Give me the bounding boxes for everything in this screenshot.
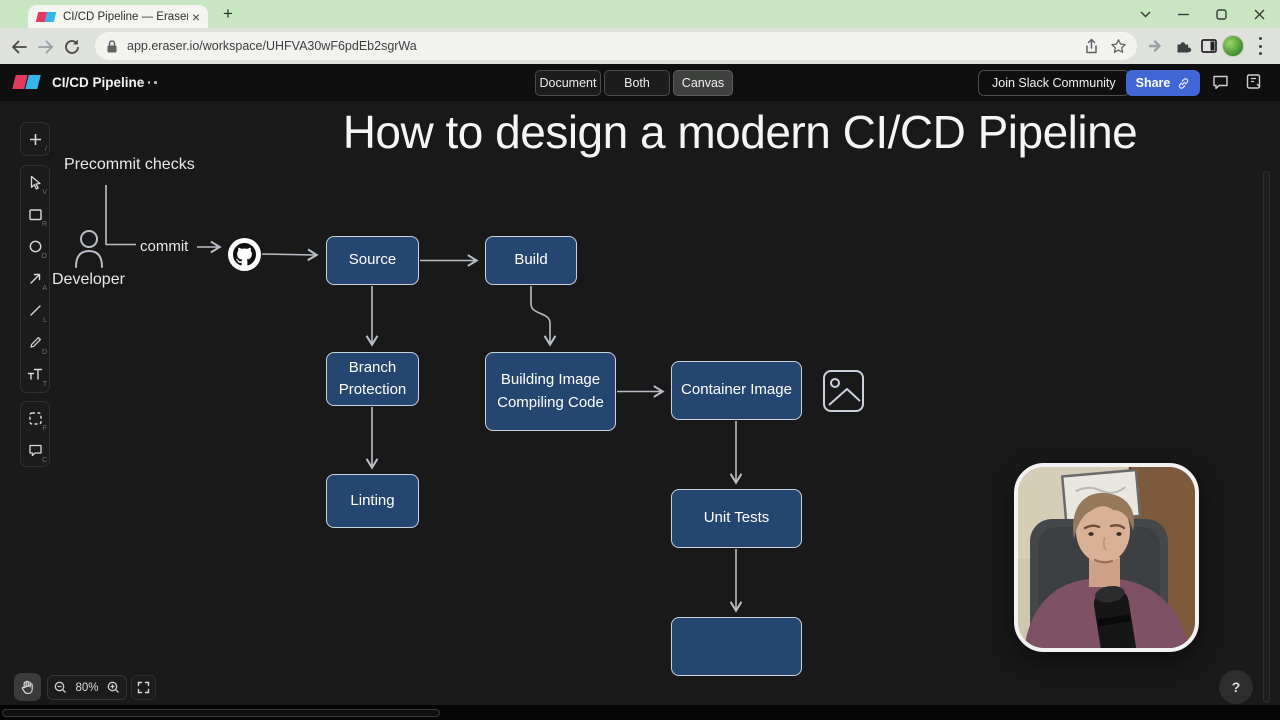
webcam-video xyxy=(1018,467,1195,648)
canvas[interactable]: How to design a modern CI/CD Pipeline xyxy=(0,101,1280,705)
node-building-image[interactable]: Building Image Compiling Code xyxy=(485,352,616,431)
node-empty[interactable] xyxy=(671,617,802,676)
window-close-icon[interactable] xyxy=(1240,0,1278,28)
new-tab-button[interactable]: + xyxy=(223,4,233,23)
ellipse-icon xyxy=(29,240,41,252)
node-unit-tests[interactable]: Unit Tests xyxy=(671,489,802,548)
image-placeholder-icon[interactable] xyxy=(822,369,865,413)
more-menu-icon[interactable] xyxy=(141,81,157,84)
extension-arrow-icon[interactable] xyxy=(1147,37,1165,55)
eraser-logo xyxy=(12,75,41,90)
shortcut-label: R xyxy=(41,221,47,228)
tab-title: CI/CD Pipeline — Eraser xyxy=(63,10,188,23)
browser-tab[interactable]: CI/CD Pipeline — Eraser × xyxy=(28,5,208,28)
browser-menu-icon[interactable] xyxy=(1257,37,1263,55)
shortcut-label: A xyxy=(42,285,47,292)
precommit-checks-label[interactable]: Precommit checks xyxy=(64,156,195,173)
pencil-icon xyxy=(29,336,41,348)
draw-tool-button[interactable]: D xyxy=(21,326,49,358)
node-container-image[interactable]: Container Image xyxy=(671,361,802,420)
pan-hand-button[interactable] xyxy=(14,673,41,701)
developer-label[interactable]: Developer xyxy=(52,271,125,288)
share-page-icon[interactable] xyxy=(1083,38,1100,55)
plus-icon xyxy=(29,133,41,145)
shortcut-label: / xyxy=(45,146,47,153)
zoom-out-button[interactable] xyxy=(54,681,67,694)
zoom-to-fit-button[interactable] xyxy=(131,675,156,700)
window-chevron-icon[interactable] xyxy=(1126,0,1164,28)
tab-canvas[interactable]: Canvas xyxy=(673,70,733,96)
shortcut-label: O xyxy=(41,253,47,260)
comment-tool-button[interactable]: C xyxy=(21,434,49,466)
share-label: Share xyxy=(1135,76,1171,90)
line-icon xyxy=(29,304,41,316)
webcam-overlay xyxy=(1014,463,1199,652)
cursor-icon xyxy=(30,175,41,190)
node-linting[interactable]: Linting xyxy=(326,474,419,528)
shortcut-label: T xyxy=(42,381,47,388)
tab-close-icon[interactable]: × xyxy=(191,8,200,25)
document-title[interactable]: CI/CD Pipeline xyxy=(52,75,145,90)
node-build[interactable]: Build xyxy=(485,236,577,285)
comments-icon[interactable] xyxy=(1212,74,1229,90)
shortcut-label: V xyxy=(42,189,47,196)
share-button[interactable]: Share xyxy=(1126,70,1200,96)
frame-tool-button[interactable]: F xyxy=(21,402,49,434)
vertical-scrollbar[interactable] xyxy=(1263,171,1270,703)
url-bar[interactable]: app.eraser.io/workspace/UHFVA30wF6pdEb2s… xyxy=(95,32,1137,60)
insert-tool-button[interactable]: / xyxy=(21,123,49,155)
shortcut-label: C xyxy=(41,457,47,464)
extensions-puzzle-icon[interactable] xyxy=(1174,37,1192,55)
expand-icon xyxy=(137,681,150,694)
zoom-controls: 80% xyxy=(47,675,127,700)
diagram-title[interactable]: How to design a modern CI/CD Pipeline xyxy=(342,106,1138,158)
github-icon[interactable] xyxy=(228,238,261,271)
horizontal-scrollbar[interactable] xyxy=(2,709,440,717)
window-maximize-icon[interactable] xyxy=(1202,0,1240,28)
ellipse-tool-button[interactable]: O xyxy=(21,230,49,262)
comment-icon xyxy=(28,444,42,457)
rectangle-icon xyxy=(28,208,42,220)
node-source[interactable]: Source xyxy=(326,236,419,285)
node-branch-protection[interactable]: Branch Protection xyxy=(326,352,419,406)
hand-icon xyxy=(21,680,33,694)
tab-document[interactable]: Document xyxy=(535,70,601,96)
shortcut-label: F xyxy=(42,425,47,432)
browser-tabstrip: CI/CD Pipeline — Eraser × + xyxy=(0,0,1280,28)
frame-icon xyxy=(28,411,42,425)
url-text: app.eraser.io/workspace/UHFVA30wF6pdEb2s… xyxy=(127,39,417,53)
forward-icon[interactable] xyxy=(37,38,55,56)
join-slack-button[interactable]: Join Slack Community xyxy=(978,70,1130,96)
help-button[interactable]: ? xyxy=(1219,670,1253,704)
select-tool-button[interactable]: V xyxy=(21,166,49,198)
palette-extras: F C xyxy=(20,401,50,467)
text-icon xyxy=(27,368,43,380)
tab-both[interactable]: Both xyxy=(604,70,670,96)
developer-person-icon[interactable] xyxy=(73,228,105,268)
profile-avatar[interactable] xyxy=(1222,35,1244,57)
bottom-strip xyxy=(0,705,1280,720)
back-icon[interactable] xyxy=(10,38,28,56)
shortcut-label: D xyxy=(41,349,47,356)
shortcut-label: L xyxy=(43,317,47,324)
link-icon xyxy=(1179,77,1189,89)
palette-insert: / xyxy=(20,122,50,156)
arrow-tool-button[interactable]: A xyxy=(21,262,49,294)
commit-label[interactable]: commit xyxy=(140,238,189,255)
rectangle-tool-button[interactable]: R xyxy=(21,198,49,230)
side-panel-icon[interactable] xyxy=(1200,37,1218,55)
lock-icon xyxy=(107,39,117,52)
window-minimize-icon[interactable] xyxy=(1164,0,1202,28)
eraser-favicon xyxy=(35,11,57,23)
notes-panel-icon[interactable] xyxy=(1245,73,1262,90)
text-tool-button[interactable]: T xyxy=(21,358,49,390)
palette-shapes: V R O A L D T xyxy=(20,165,50,393)
arrow-icon xyxy=(29,273,40,284)
bookmark-star-icon[interactable] xyxy=(1110,38,1127,55)
line-tool-button[interactable]: L xyxy=(21,294,49,326)
reload-icon[interactable] xyxy=(63,38,81,56)
zoom-in-button[interactable] xyxy=(107,681,120,694)
zoom-level[interactable]: 80% xyxy=(75,681,99,694)
